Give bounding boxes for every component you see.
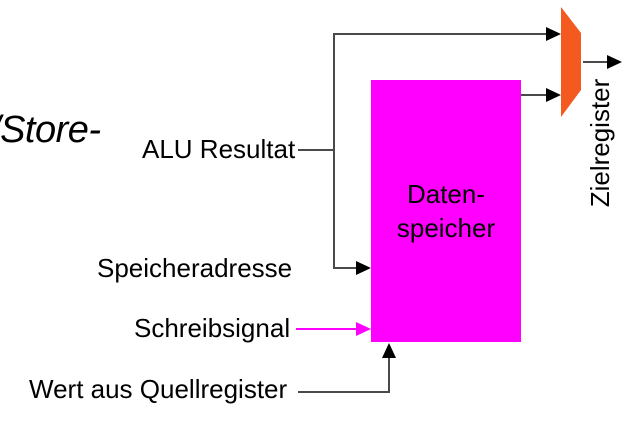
label-alu-result: ALU Resultat	[142, 134, 296, 164]
data-memory-title-line2: speicher	[396, 213, 496, 243]
arrowhead-memory-address	[356, 261, 371, 275]
label-write-signal: Schreibsignal	[134, 313, 291, 343]
label-memory-address: Speicheradresse	[97, 253, 293, 283]
arrowhead-mux-bottom-input	[546, 88, 561, 102]
arrowhead-source-register	[382, 343, 396, 358]
arrowhead-write-signal	[356, 322, 371, 336]
slide-title-fragment: /Store-	[0, 111, 101, 149]
wire-alu-to-mux-and-address	[333, 33, 547, 269]
slide-title-text: Store-	[0, 109, 101, 151]
multiplexer-shape	[561, 7, 581, 117]
label-source-register-value: Wert aus Quellregister	[29, 374, 288, 404]
arrowhead-mux-top-input	[546, 27, 561, 41]
arrowhead-mux-output	[607, 55, 622, 69]
label-target-register: Zielregister	[585, 78, 615, 208]
data-memory-title-line1: Daten-	[406, 179, 486, 209]
wire-source-register	[298, 357, 390, 393]
data-memory-block: Daten- speicher	[371, 80, 521, 342]
